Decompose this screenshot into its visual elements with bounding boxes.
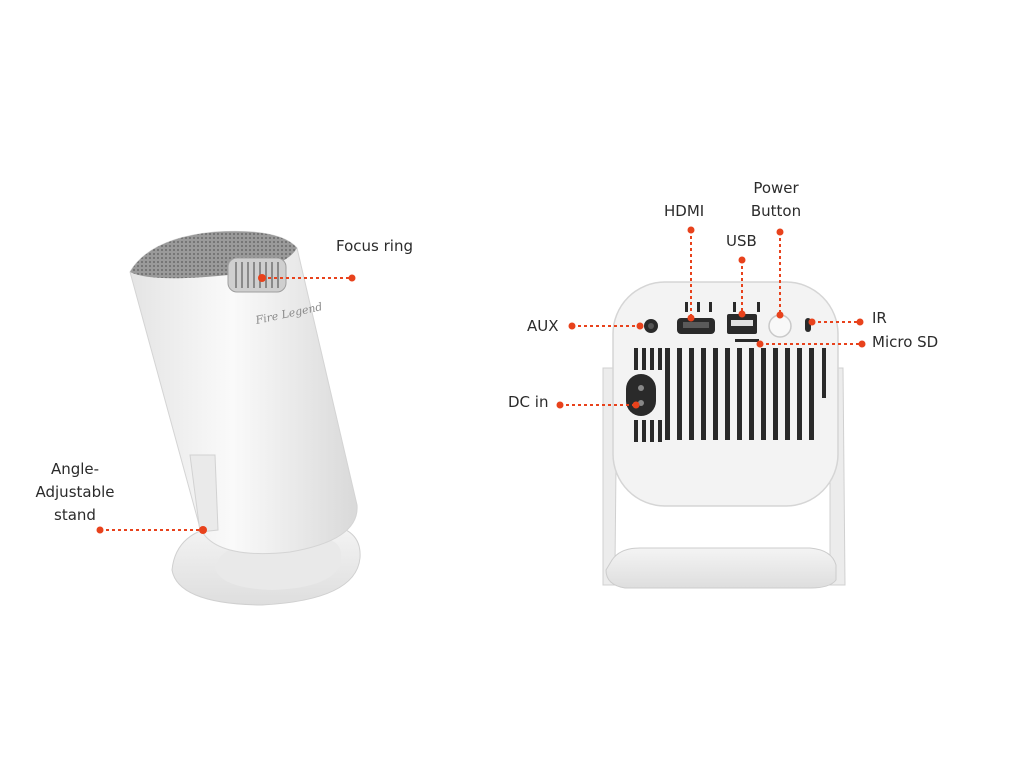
projector-back-view bbox=[602, 281, 846, 589]
label-power-line2: Button bbox=[750, 202, 802, 220]
callout-dots bbox=[96, 226, 866, 534]
vent-slots bbox=[634, 302, 826, 442]
stand-base bbox=[605, 547, 837, 589]
stand-arm bbox=[189, 454, 219, 533]
label-ir: IR bbox=[872, 309, 887, 327]
dc-in-port bbox=[626, 374, 656, 416]
label-usb: USB bbox=[726, 232, 757, 250]
micro-sd-slot bbox=[735, 339, 759, 342]
callout-lines bbox=[100, 230, 862, 531]
label-micro-sd: Micro SD bbox=[872, 333, 939, 351]
label-hdmi: HDMI bbox=[664, 202, 705, 220]
focus-ring bbox=[227, 257, 287, 293]
label-aux: AUX bbox=[527, 317, 559, 335]
label-stand-line1: Angle- bbox=[50, 460, 100, 478]
label-focus-ring: Focus ring bbox=[336, 237, 413, 255]
label-dc-in: DC in bbox=[508, 393, 549, 411]
label-stand-line3: stand bbox=[54, 506, 96, 524]
label-stand-line2: Adjustable bbox=[35, 483, 115, 501]
projector-side-view: Fire Legend bbox=[129, 230, 361, 606]
label-power-line1: Power bbox=[753, 179, 799, 197]
